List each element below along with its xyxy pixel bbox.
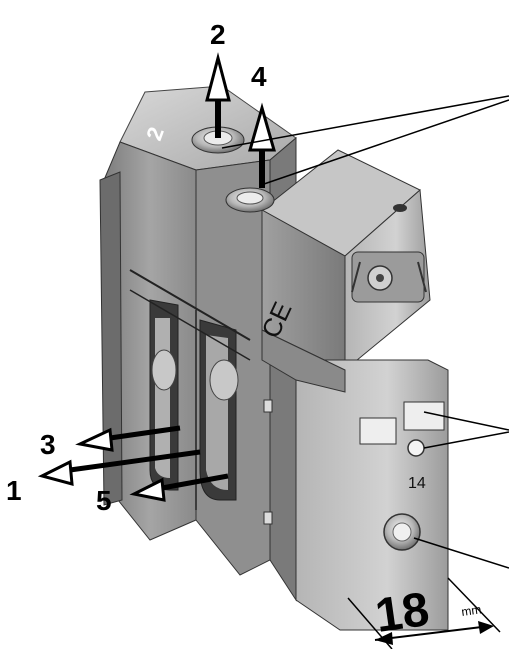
port-label-3: 3: [40, 429, 56, 460]
arrow-port-3: [75, 425, 181, 452]
port-label-1: 1: [6, 475, 22, 506]
actuator-number: 14: [408, 475, 426, 492]
dimension-value: 18: [372, 583, 432, 643]
arrow-port-5: [129, 473, 229, 502]
arrow-port-1: [37, 449, 201, 487]
width-dimension: [347, 577, 501, 649]
dimension-unit: mm: [460, 602, 482, 619]
port-label-4: 4: [251, 61, 267, 92]
valve-body: [99, 85, 449, 631]
arrow-port-2: [205, 52, 231, 138]
port-label-2: 2: [210, 19, 226, 50]
callout-lines: [221, 95, 509, 569]
port-label-5: 5: [96, 485, 112, 516]
